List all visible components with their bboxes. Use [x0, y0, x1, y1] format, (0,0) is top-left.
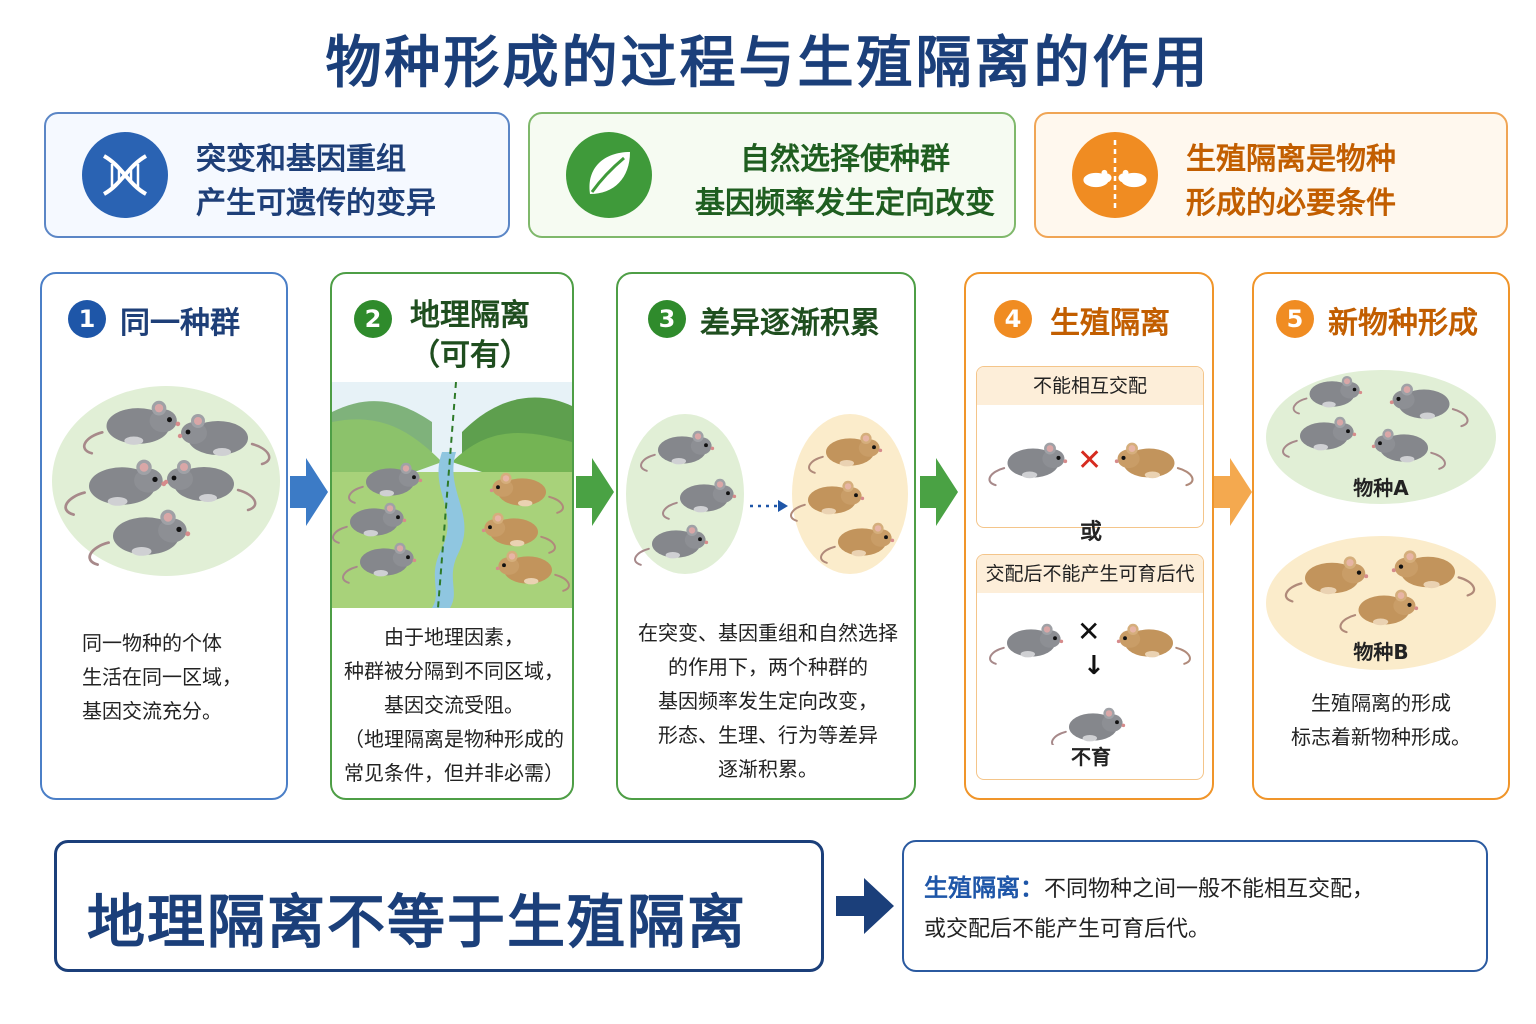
sterile-label: 不育 [1071, 745, 1111, 769]
step-number: 3 [648, 300, 686, 338]
definition-term: 生殖隔离： [924, 874, 1044, 902]
step-title: 新物种形成 [1328, 306, 1478, 341]
sterile-offspring-title: 交配后不能产生可育后代 [977, 555, 1203, 593]
definition-box: 生殖隔离：不同物种之间一般不能相互交配， 或交配后不能产生可育后代。 [902, 840, 1488, 972]
species-b-mice [1284, 549, 1476, 634]
arrow-down-icon: ↓ [1083, 651, 1105, 681]
landscape-river [332, 382, 572, 608]
step-subtitle: （可有） [410, 338, 530, 373]
banner-line2: 基因频率发生定向改变 [695, 186, 995, 221]
definition-line2: 或交配后不能产生可育后代。 [924, 917, 1211, 942]
banner-variation: 突变和基因重组 产生可遗传的变异 [44, 112, 510, 238]
step-card-2: 2 地理隔离 （可有） 由于地理因素， 种群被分隔到不同区域， 基因交流受阻。 … [330, 272, 574, 800]
separated-mice-icon [1072, 132, 1158, 218]
step-card-4: 4 生殖隔离 不能相互交配 ✕ 或 交配后不能产生可育后代 ✕ ↓ 不育 [964, 272, 1214, 800]
no-mating-box: 不能相互交配 ✕ [976, 366, 1204, 528]
cross-icon: ✕ [1077, 615, 1101, 648]
no-mating-title: 不能相互交配 [977, 367, 1203, 405]
banner-selection: 自然选择使种群 基因频率发生定向改变 [528, 112, 1016, 238]
step-title: 同一种群 [120, 306, 240, 341]
step-number: 2 [354, 300, 392, 338]
step-title: 生殖隔离 [1050, 306, 1170, 341]
step-number: 1 [68, 300, 106, 338]
step-number: 4 [994, 300, 1032, 338]
step-number: 5 [1276, 300, 1314, 338]
arrow-right-icon [1214, 458, 1252, 526]
arrow-right-icon [290, 458, 328, 526]
key-statement: 地理隔离不等于生殖隔离 [87, 888, 748, 956]
leaf-icon [566, 132, 652, 218]
step-title: 差异逐渐积累 [700, 306, 880, 341]
step-description: 在突变、基因重组和自然选择 的作用下，两个种群的 基因频率发生定向改变， 形态、… [638, 621, 898, 781]
same-population-mice [64, 399, 271, 566]
banner-isolation: 生殖隔离是物种 形成的必要条件 [1034, 112, 1508, 238]
key-statement-box: 地理隔离不等于生殖隔离 [54, 840, 824, 972]
cross-icon: ✕ [1077, 443, 1103, 478]
banner-line1: 突变和基因重组 [196, 142, 406, 177]
banner-line2: 产生可遗传的变异 [196, 186, 436, 221]
banner-line1: 生殖隔离是物种 [1186, 142, 1396, 177]
diverging-populations [634, 429, 896, 566]
step-card-5: 5 新物种形成 物种A 物种B 生殖隔离的形成 标志着新物种形成。 [1252, 272, 1510, 800]
species-a-label: 物种A [1353, 476, 1409, 500]
or-label: 或 [1079, 520, 1102, 545]
arrow-right-icon [836, 878, 894, 934]
step-card-3: 3 差异逐渐积累 在突变、基因重组和自然选择 的作用下，两个种群的 基因频率发生… [616, 272, 916, 800]
step-card-1: 1 同一种群 同一物种的个体 生活在同一区域， 基因交流充分。 [40, 272, 288, 800]
step-description: 同一物种的个体 生活在同一区域， 基因交流充分。 [82, 631, 242, 723]
species-a-mice [1282, 375, 1469, 470]
step-description: 生殖隔离的形成 标志着新物种形成。 [1291, 691, 1471, 749]
sterile-offspring-box: 交配后不能产生可育后代 ✕ ↓ 不育 [976, 554, 1204, 780]
step-title: 地理隔离 [410, 298, 530, 333]
definition-line1: 不同物种之间一般不能相互交配， [1044, 877, 1375, 902]
page-title: 物种形成的过程与生殖隔离的作用 [325, 31, 1211, 96]
banner-line1: 自然选择使种群 [740, 142, 950, 177]
step-description: 由于地理因素， 种群被分隔到不同区域， 基因交流受阻。 （地理隔离是物种形成的 … [344, 625, 564, 785]
species-b-label: 物种B [1353, 640, 1409, 664]
arrow-right-icon [576, 458, 614, 526]
dna-icon [82, 132, 168, 218]
arrow-right-icon [920, 458, 958, 526]
banner-line2: 形成的必要条件 [1186, 186, 1396, 221]
